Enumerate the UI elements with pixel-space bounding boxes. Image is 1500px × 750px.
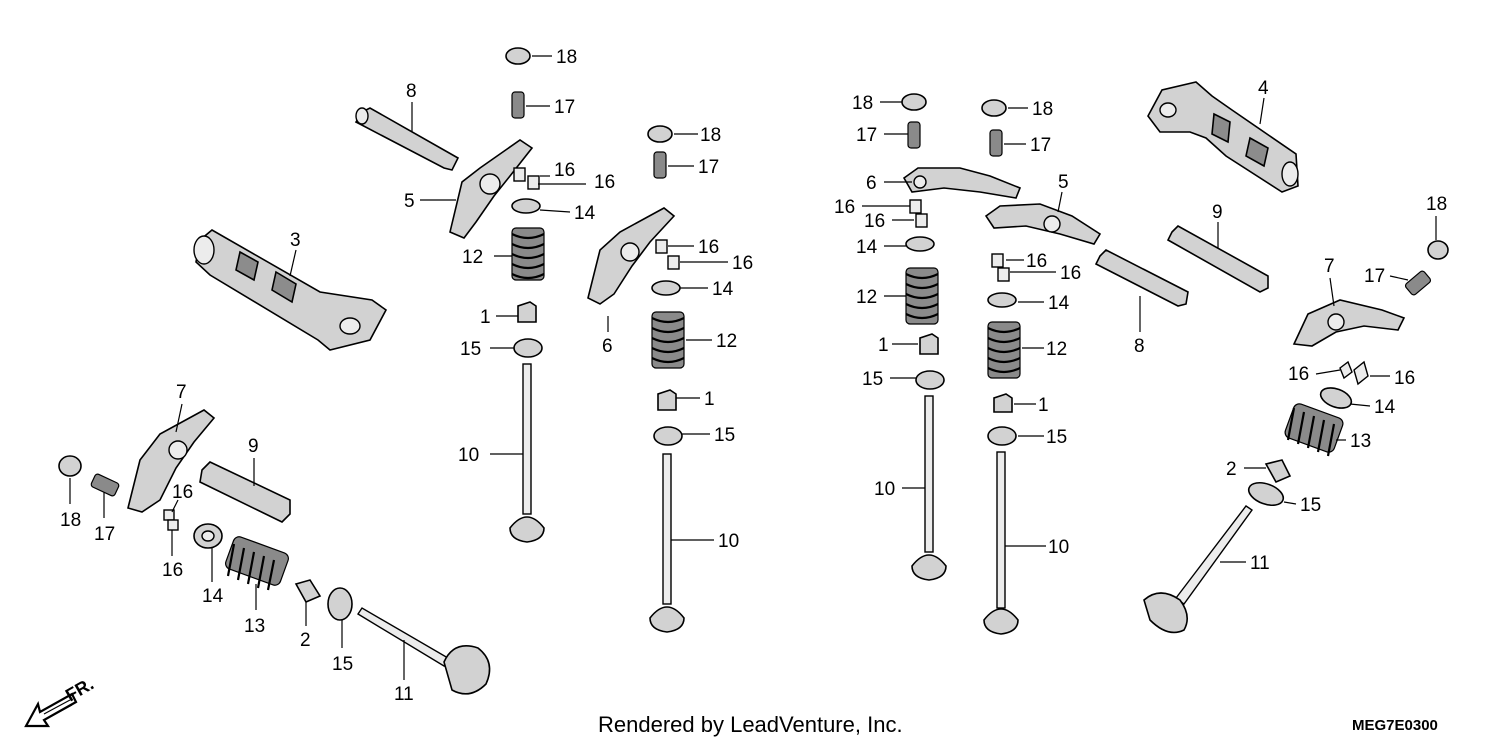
callout-18: 18 <box>852 93 873 114</box>
callout-15: 15 <box>460 339 481 360</box>
callout-18: 18 <box>1032 99 1053 120</box>
callout-6: 6 <box>866 173 877 194</box>
callout-16: 16 <box>172 482 193 503</box>
callout-labels: 18 17 16 16 14 12 1 15 10 8 5 3 18 17 16… <box>60 47 1447 705</box>
callout-16: 16 <box>864 211 885 232</box>
valve-assembly-lower-right <box>1143 240 1449 634</box>
callout-17: 17 <box>856 125 877 146</box>
callout-16: 16 <box>1026 251 1047 272</box>
callout-8: 8 <box>406 81 417 102</box>
callout-9: 9 <box>1212 202 1223 223</box>
callout-15: 15 <box>1300 495 1321 516</box>
callout-16: 16 <box>732 253 753 274</box>
callout-18: 18 <box>700 125 721 146</box>
valve-assembly-lower-left <box>58 409 491 695</box>
render-credit: Rendered by LeadVenture, Inc. <box>598 712 903 737</box>
callout-12: 12 <box>856 287 877 308</box>
rocker-arm-left-6 <box>587 207 676 305</box>
leader-lines <box>69 55 1437 680</box>
callout-14: 14 <box>1048 293 1070 314</box>
callout-10: 10 <box>1048 537 1069 558</box>
rocker-shaft-left-upper <box>354 107 460 171</box>
callout-15: 15 <box>714 425 735 446</box>
callout-11: 11 <box>394 684 414 705</box>
callout-15: 15 <box>862 369 883 390</box>
callout-9: 9 <box>248 436 259 457</box>
callout-6: 6 <box>602 336 613 357</box>
callout-13: 13 <box>244 616 265 637</box>
callout-10: 10 <box>458 445 479 466</box>
camshaft-right <box>1147 81 1299 193</box>
callout-5: 5 <box>1058 172 1069 193</box>
valve-assembly-right-a <box>901 93 947 581</box>
diagram-code: MEG7E0300 <box>1352 717 1438 734</box>
callout-10: 10 <box>874 479 895 500</box>
callout-12: 12 <box>462 247 483 268</box>
valve-assembly-left-b <box>649 239 685 633</box>
callout-17: 17 <box>698 157 719 178</box>
valve-assembly-left-a <box>509 167 545 543</box>
callout-1: 1 <box>480 307 491 328</box>
callout-12: 12 <box>716 331 737 352</box>
callout-14: 14 <box>712 279 734 300</box>
callout-17: 17 <box>1364 266 1385 287</box>
camshaft-left <box>193 229 388 351</box>
callout-14: 14 <box>1374 397 1396 418</box>
callout-14: 14 <box>574 203 596 224</box>
callout-10: 10 <box>718 531 739 552</box>
callout-15: 15 <box>332 654 353 675</box>
front-direction-indicator: FR. <box>24 674 97 728</box>
callout-13: 13 <box>1350 431 1371 452</box>
callout-17: 17 <box>1030 135 1051 156</box>
rocker-arm-right-6 <box>902 167 1022 199</box>
callout-16: 16 <box>1288 364 1309 385</box>
callout-17: 17 <box>94 524 115 545</box>
callout-18: 18 <box>1426 194 1447 215</box>
callout-5: 5 <box>404 191 415 212</box>
callout-8: 8 <box>1134 336 1145 357</box>
callout-15: 15 <box>1046 427 1067 448</box>
callout-1: 1 <box>1038 395 1049 416</box>
callout-7: 7 <box>1324 256 1335 277</box>
callout-3: 3 <box>290 230 301 251</box>
callout-17: 17 <box>554 97 575 118</box>
callout-16: 16 <box>1394 368 1415 389</box>
callout-16: 16 <box>698 237 719 258</box>
callout-14: 14 <box>856 237 878 258</box>
callout-18: 18 <box>556 47 577 68</box>
adjuster-left <box>505 47 673 179</box>
callout-7: 7 <box>176 382 187 403</box>
callout-2: 2 <box>300 630 311 651</box>
callout-12: 12 <box>1046 339 1067 360</box>
callout-2: 2 <box>1226 459 1237 480</box>
callout-16: 16 <box>594 172 615 193</box>
callout-16: 16 <box>834 197 855 218</box>
callout-18: 18 <box>60 510 81 531</box>
callout-16: 16 <box>162 560 183 581</box>
callout-16: 16 <box>1060 263 1081 284</box>
rocker-shafts-right <box>1094 225 1269 307</box>
rocker-arm-right-5 <box>984 203 1102 245</box>
rocker-arm-left-5 <box>449 139 534 239</box>
callout-11: 11 <box>1250 553 1270 574</box>
callout-1: 1 <box>704 389 715 410</box>
callout-4: 4 <box>1258 78 1269 99</box>
valve-assembly-right-b <box>981 99 1021 635</box>
callout-16: 16 <box>554 160 575 181</box>
callout-14: 14 <box>202 586 224 607</box>
callout-1: 1 <box>878 335 889 356</box>
